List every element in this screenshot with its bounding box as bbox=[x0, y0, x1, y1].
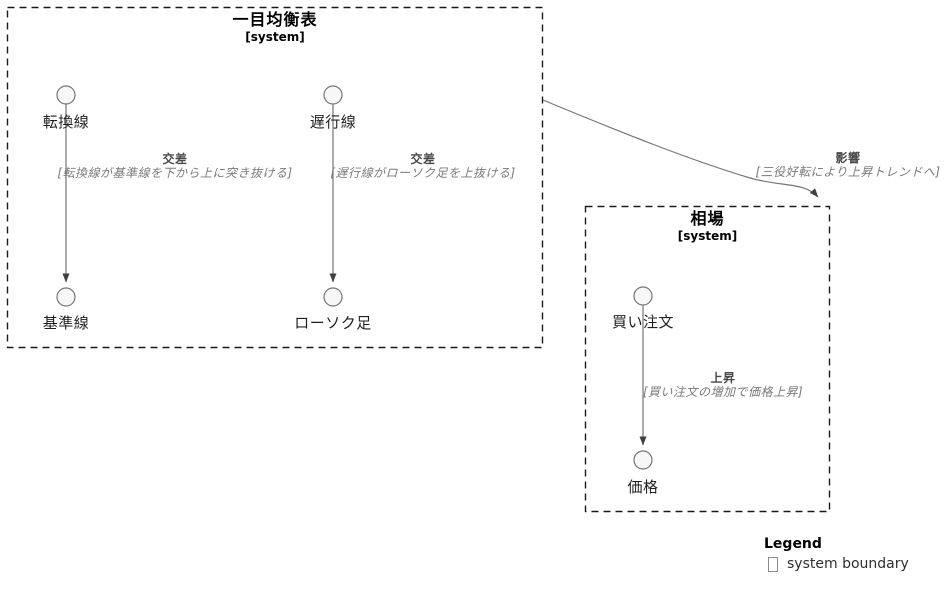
edge-condition: [転換線が基準線を下から上に突き抜ける] bbox=[57, 166, 293, 181]
node-label-candlestick: ローソク足 bbox=[294, 314, 372, 332]
node-circle-price bbox=[633, 450, 653, 470]
boundary-box-souba bbox=[584, 205, 831, 513]
edge-label-ichimoku-souba: 影響 [三役好転により上昇トレンドへ] bbox=[752, 151, 944, 180]
edge-condition: [買い注文の増加で価格上昇] bbox=[642, 385, 804, 400]
edge-condition: [遅行線がローソク足を上抜ける] bbox=[330, 166, 516, 181]
edge-name: 影響 bbox=[835, 151, 861, 165]
edge-condition: [三役好転により上昇トレンドへ] bbox=[755, 165, 941, 180]
legend: Legend system boundary bbox=[764, 536, 909, 573]
edge-line-ichimoku-souba bbox=[542, 99, 819, 198]
node-circle-buy-order bbox=[633, 286, 653, 306]
edge-label-tenkansen-kijunsen: 交差 [転換線が基準線を下から上に突き抜ける] bbox=[45, 152, 305, 181]
edge-name: 交差 bbox=[162, 152, 188, 166]
node-circle-kijunsen bbox=[56, 287, 76, 307]
edge-label-buyorder-price: 上昇 [買い注文の増加で価格上昇] bbox=[642, 371, 804, 400]
node-label-chikousen: 遅行線 bbox=[309, 113, 357, 131]
system-boundary-icon bbox=[768, 556, 778, 572]
boundary-box-ichimoku bbox=[6, 6, 544, 349]
legend-item-label: system boundary bbox=[787, 555, 909, 572]
edge-name: 交差 bbox=[410, 152, 436, 166]
node-label-kijunsen: 基準線 bbox=[42, 314, 90, 332]
legend-title: Legend bbox=[764, 536, 822, 552]
node-circle-chikousen bbox=[323, 85, 343, 105]
node-circle-tenkansen bbox=[56, 85, 76, 105]
edge-label-chikousen-candlestick: 交差 [遅行線がローソク足を上抜ける] bbox=[325, 152, 521, 181]
node-label-buy-order: 買い注文 bbox=[611, 313, 675, 331]
node-label-price: 価格 bbox=[627, 478, 659, 496]
edge-name: 上昇 bbox=[710, 371, 736, 385]
node-circle-candlestick bbox=[323, 287, 343, 307]
legend-item: system boundary bbox=[764, 556, 909, 574]
node-label-tenkansen: 転換線 bbox=[42, 113, 90, 131]
